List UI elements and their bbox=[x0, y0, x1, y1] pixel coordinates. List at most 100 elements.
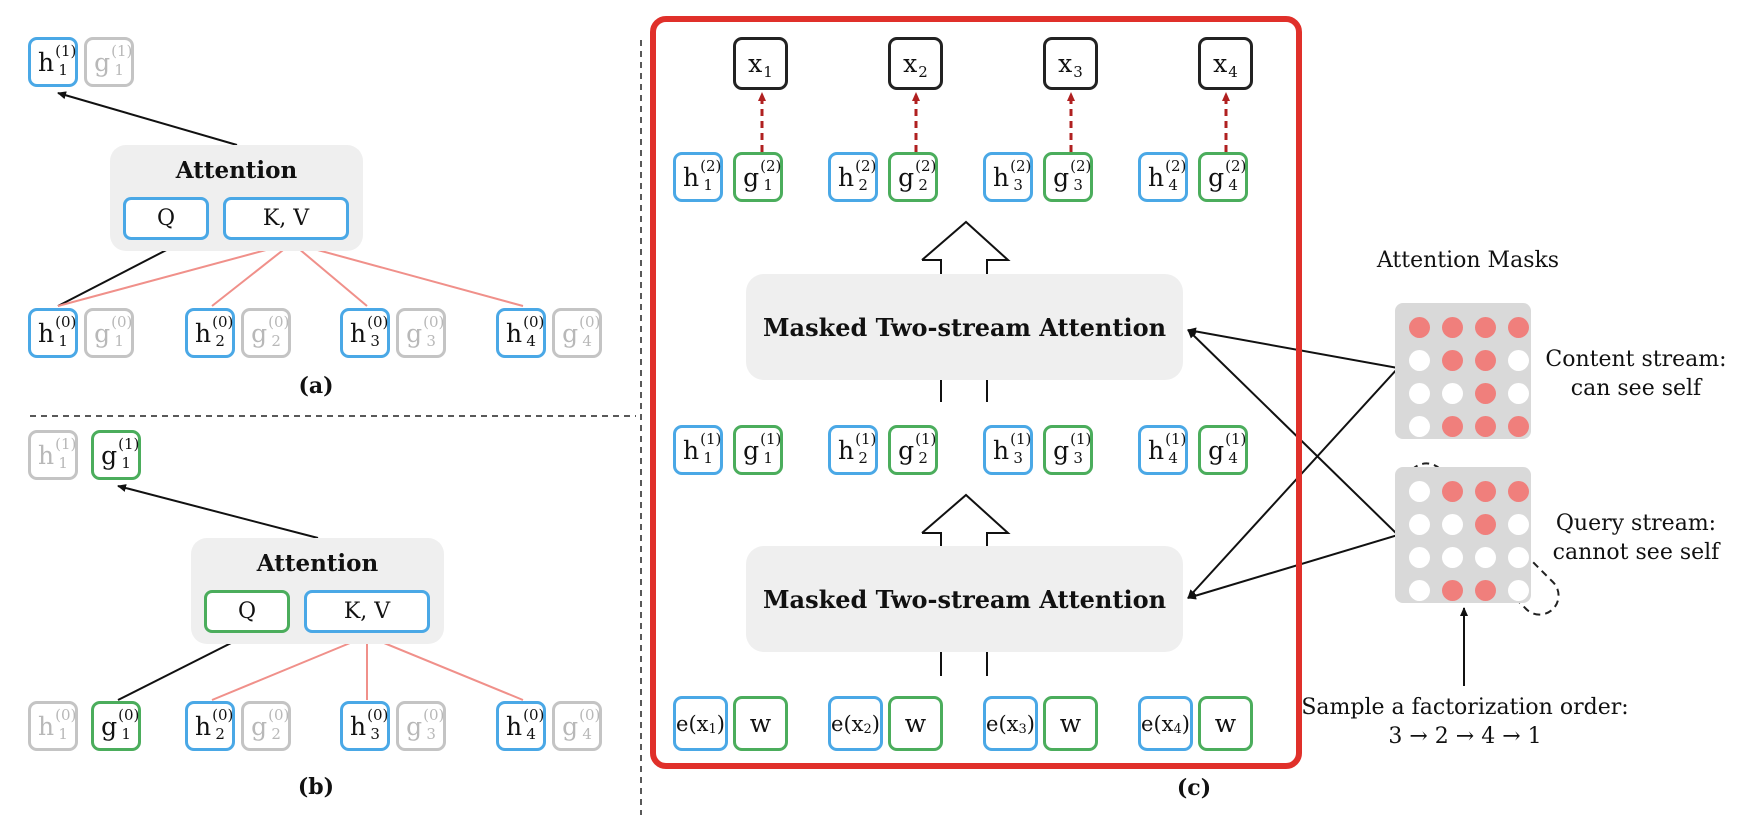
query-mask-cell-r3c1 bbox=[1442, 580, 1463, 601]
b-attention-title: Attention bbox=[256, 550, 379, 577]
a-output-g-layer: (1) bbox=[111, 42, 133, 60]
b-input-h1: h(0)1 bbox=[28, 701, 78, 751]
layer1-h1-layer: (1) bbox=[700, 430, 722, 448]
content-mask-cell-r2c3 bbox=[1508, 383, 1529, 404]
layer1-g2: g(1)2 bbox=[888, 425, 938, 475]
b-input-h1-index: 1 bbox=[58, 725, 68, 743]
content-mask-cell-r0c1 bbox=[1442, 317, 1463, 338]
layer1-h2-layer: (1) bbox=[855, 430, 877, 448]
b-kv-arrow-3 bbox=[366, 635, 524, 701]
b-input-h3: h(0)3 bbox=[340, 701, 390, 751]
a-output-h-var: h bbox=[38, 47, 55, 77]
b-input-g1-var: g bbox=[101, 711, 118, 741]
b-input-h3-var: h bbox=[350, 711, 367, 741]
layer1-h1-index: 1 bbox=[703, 449, 713, 467]
content-mask-to-upper bbox=[1187, 327, 1399, 369]
b-input-g2-index: 2 bbox=[271, 725, 281, 743]
embedding-x2-index: 2 bbox=[863, 722, 872, 737]
content-mask-cell-r3c3 bbox=[1508, 416, 1529, 437]
content-mask-cell-r0c0 bbox=[1409, 317, 1430, 338]
b-input-g2-layer: (0) bbox=[268, 706, 290, 724]
a-input-g3-index: 3 bbox=[426, 332, 436, 350]
b-input-h1-layer: (0) bbox=[55, 706, 77, 724]
b-input-g1-layer: (0) bbox=[118, 706, 140, 724]
layer2-h2-index: 2 bbox=[858, 176, 868, 194]
a-output-g-index: 1 bbox=[114, 61, 124, 79]
a-input-g2-index: 2 bbox=[271, 332, 281, 350]
b-input-g1-index: 1 bbox=[121, 725, 131, 743]
a-input-h1-layer: (0) bbox=[55, 313, 77, 331]
a-kv-arrow-4 bbox=[291, 241, 524, 307]
layer1-g4-index: 4 bbox=[1228, 449, 1238, 467]
a-input-g4-index: 4 bbox=[582, 332, 592, 350]
highlight-frame bbox=[650, 16, 1302, 769]
a-input-h1-index: 1 bbox=[58, 332, 68, 350]
content-mask-cell-r0c2 bbox=[1475, 317, 1496, 338]
layer1-h3-var: h bbox=[993, 435, 1010, 465]
embedding-x1-label: e(x bbox=[676, 711, 709, 736]
layer1-h2-var: h bbox=[838, 435, 855, 465]
b-output-h-index: 1 bbox=[58, 454, 68, 472]
b-input-h2: h(0)2 bbox=[185, 701, 235, 751]
b-query-box: Q bbox=[204, 590, 290, 633]
layer1-h4-index: 4 bbox=[1168, 449, 1178, 467]
a-query-arrow bbox=[57, 242, 181, 307]
query-weight-w4: w bbox=[1198, 696, 1253, 751]
layer2-h3: h(2)3 bbox=[983, 152, 1033, 202]
output-x4-index: 4 bbox=[1228, 62, 1238, 81]
layer2-g2-index: 2 bbox=[918, 176, 928, 194]
embedding-x2-label: e(x bbox=[831, 711, 864, 736]
a-output-h-layer: (1) bbox=[55, 42, 77, 60]
layer2-g1-index: 1 bbox=[763, 176, 773, 194]
a-input-h2-index: 2 bbox=[215, 332, 225, 350]
query-mask bbox=[1395, 467, 1531, 603]
a-output-g: g(1)1 bbox=[84, 37, 134, 87]
layer2-h2-var: h bbox=[838, 162, 855, 192]
masks-title: Attention Masks bbox=[1376, 248, 1560, 273]
a-input-h4-layer: (0) bbox=[523, 313, 545, 331]
b-input-g4-index: 4 bbox=[582, 725, 592, 743]
a-input-h3-layer: (0) bbox=[367, 313, 389, 331]
layer1-h3: h(1)3 bbox=[983, 425, 1033, 475]
b-output-g-layer: (1) bbox=[118, 435, 140, 453]
layer2-h1: h(2)1 bbox=[673, 152, 723, 202]
query-mask-cell-r3c2 bbox=[1475, 580, 1496, 601]
b-input-h4-var: h bbox=[506, 711, 523, 741]
content-mask-cell-r1c2 bbox=[1475, 350, 1496, 371]
a-input-h4-index: 4 bbox=[526, 332, 536, 350]
query-mask-to-upper bbox=[1187, 329, 1399, 536]
b-input-h2-index: 2 bbox=[215, 725, 225, 743]
a-output-h: h(1)1 bbox=[28, 37, 78, 87]
query-mask-cell-r2c0 bbox=[1409, 547, 1430, 568]
a-input-h1-var: h bbox=[38, 318, 55, 348]
content-stream-label-line1: Content stream: bbox=[1545, 347, 1727, 372]
caption-a: (a) bbox=[298, 373, 334, 399]
embedding-x2-close: ) bbox=[871, 711, 880, 736]
query-mask-cell-r3c3 bbox=[1508, 580, 1529, 601]
a-input-g2: g(0)2 bbox=[241, 308, 291, 358]
a-input-h4-var: h bbox=[506, 318, 523, 348]
query-mask-cell-r2c1 bbox=[1442, 547, 1463, 568]
b-input-g1: g(0)1 bbox=[91, 701, 141, 751]
content-stream-label-line2: can see self bbox=[1570, 376, 1702, 401]
layer2-h2: h(2)2 bbox=[828, 152, 878, 202]
a-input-h3-var: h bbox=[350, 318, 367, 348]
layer1-g4-layer: (1) bbox=[1225, 430, 1247, 448]
content-mask bbox=[1395, 303, 1531, 439]
output-x3-index: 3 bbox=[1073, 62, 1083, 81]
layer1-g3-index: 3 bbox=[1073, 449, 1083, 467]
b-input-g3-index: 3 bbox=[426, 725, 436, 743]
output-x2-index: 2 bbox=[918, 62, 928, 81]
layer1-g2-index: 2 bbox=[918, 449, 928, 467]
b-input-h4: h(0)4 bbox=[496, 701, 546, 751]
a-input-g3-layer: (0) bbox=[423, 313, 445, 331]
layer2-g3: g(2)3 bbox=[1043, 152, 1093, 202]
layer1-g3-var: g bbox=[1053, 435, 1070, 465]
embedding-x1-index: 1 bbox=[708, 722, 717, 737]
b-output-h: h(1)1 bbox=[28, 430, 78, 480]
layer2-h3-index: 3 bbox=[1013, 176, 1023, 194]
a-query-box: Q bbox=[123, 197, 209, 240]
